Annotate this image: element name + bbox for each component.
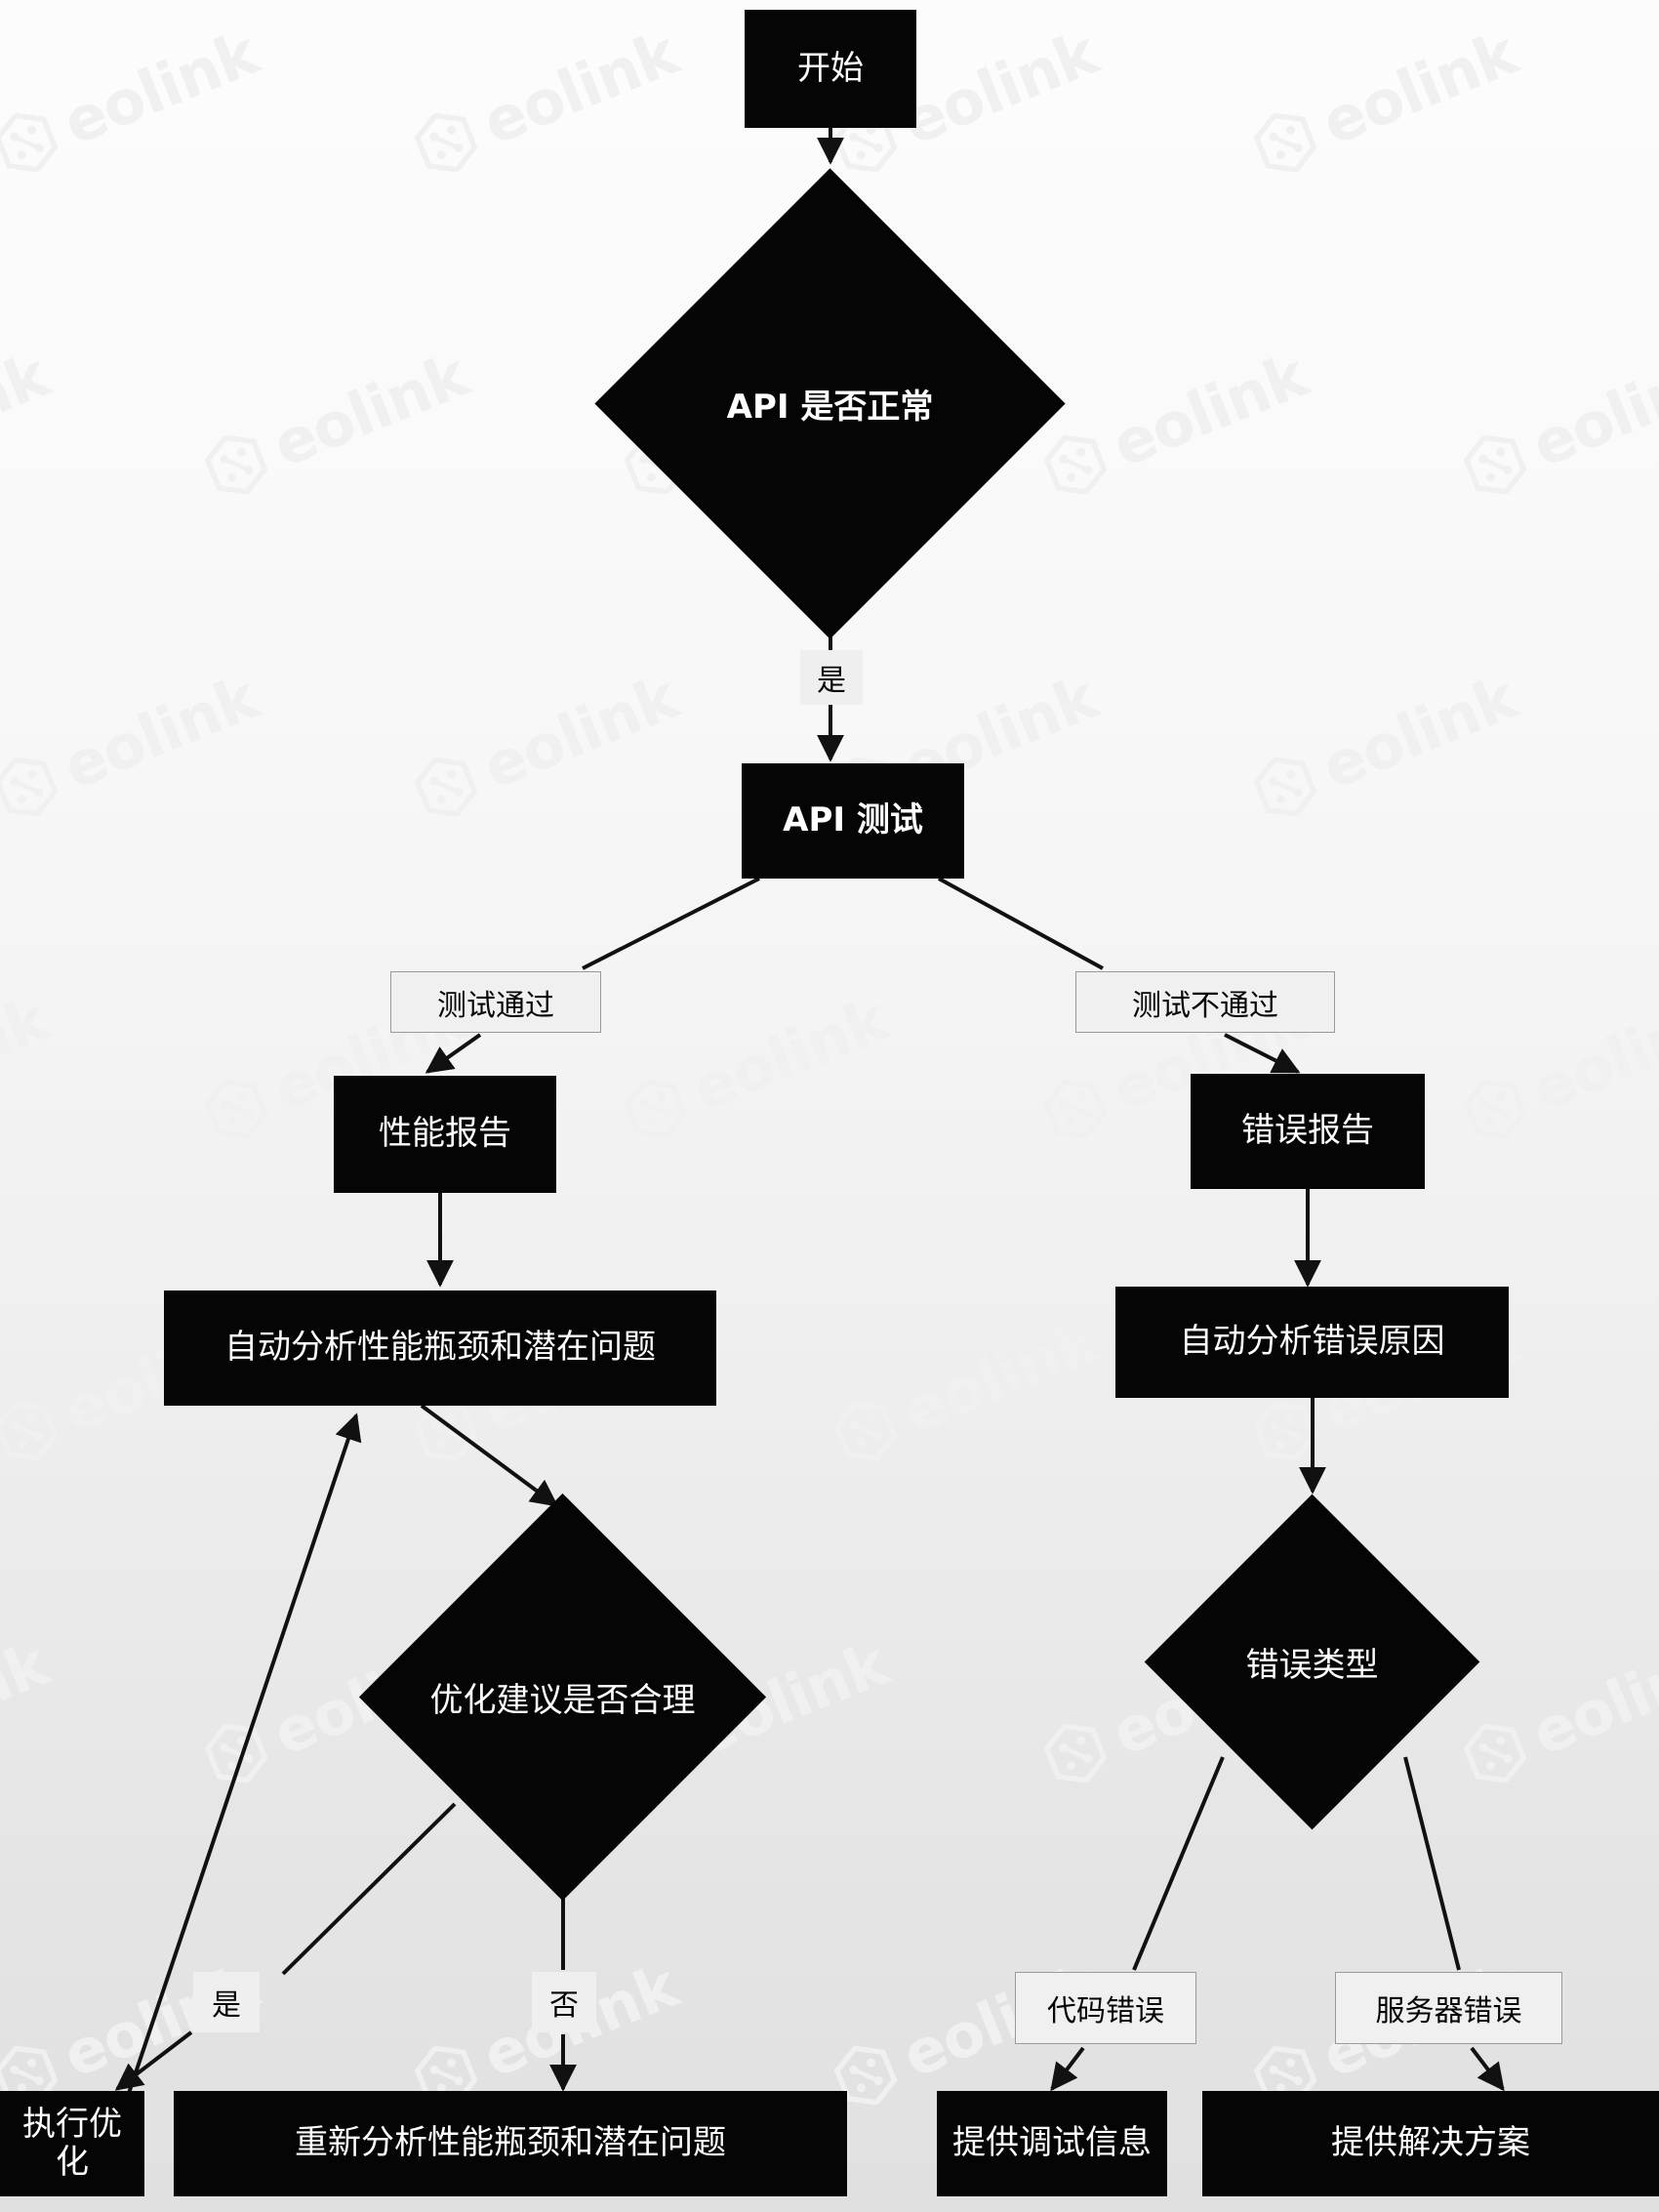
eolink-watermark: eolink: [1455, 984, 1659, 1153]
eolink-watermark-text: eolink: [1102, 339, 1316, 481]
eolink-watermark: eolink: [406, 661, 687, 831]
edge-server-error-to-solution: [1470, 2046, 1505, 2092]
node-opt-ok[interactable]: 优化建议是否合理: [358, 1493, 767, 1902]
edge-api-test-to-test-fail: [938, 877, 1104, 970]
edge-code-error-to-debug-info: [1050, 2046, 1085, 2092]
edge-label-opt-yes-text: 是: [212, 1988, 241, 2023]
node-err-report-label: 错误报告: [1241, 1111, 1374, 1151]
node-perf-report[interactable]: 性能报告: [334, 1076, 556, 1193]
edge-label-yes-api: 是: [800, 650, 863, 705]
eolink-watermark-text: eolink: [53, 661, 267, 803]
edge-test-pass-to-perf-report: [425, 1033, 482, 1074]
node-err-report[interactable]: 错误报告: [1191, 1074, 1425, 1189]
edge-label-opt-no: 否: [532, 1972, 596, 2032]
eolink-watermark: eolink: [0, 662, 267, 831]
eolink-watermark: eolink: [616, 983, 897, 1153]
node-auto-perf-label: 自动分析性能瓶颈和潜在问题: [224, 1328, 656, 1368]
eolink-watermark: eolink: [1455, 340, 1659, 509]
node-api-ok[interactable]: API 是否正常: [594, 168, 1066, 639]
eolink-watermark-text: eolink: [1521, 1627, 1659, 1770]
eolink-watermark: eolink: [0, 18, 267, 186]
node-auto-perf[interactable]: 自动分析性能瓶颈和潜在问题: [164, 1290, 716, 1406]
eolink-watermark: eolink: [0, 340, 58, 509]
eolink-watermark: eolink: [0, 984, 58, 1153]
eolink-watermark: eolink: [826, 1305, 1107, 1475]
edge-err-type-to-server-error: [1403, 1756, 1461, 1971]
eolink-watermark: eolink: [1245, 661, 1526, 831]
edge-api-test-to-test-pass: [582, 877, 760, 970]
eolink-watermark-text: eolink: [1521, 983, 1659, 1126]
node-api-test-label: API 测试: [783, 800, 923, 840]
edge-opt-yes-to-do-opt: [114, 2030, 193, 2091]
node-reanalyze-label: 重新分析性能瓶颈和潜在问题: [295, 2123, 726, 2163]
node-solution[interactable]: 提供解决方案: [1202, 2091, 1659, 2196]
node-auto-err[interactable]: 自动分析错误原因: [1115, 1287, 1509, 1398]
eolink-watermark-text: eolink: [682, 983, 897, 1126]
eolink-watermark-text: eolink: [1312, 17, 1526, 159]
edge-label-code-error: 代码错误: [1015, 1972, 1196, 2044]
eolink-watermark: eolink: [0, 1628, 58, 1797]
edge-label-server-error-text: 服务器错误: [1375, 1994, 1522, 2028]
edge-label-yes-api-text: 是: [817, 664, 846, 698]
node-solution-label: 提供解决方案: [1331, 2123, 1530, 2163]
edge-label-test-pass-text: 测试通过: [437, 988, 554, 1023]
edge-label-test-fail-text: 测试不通过: [1132, 988, 1278, 1023]
eolink-watermark-text: eolink: [0, 983, 58, 1126]
node-api-ok-label: API 是否正常: [726, 388, 934, 427]
eolink-watermark-text: eolink: [472, 661, 687, 803]
eolink-watermark-text: eolink: [53, 17, 267, 159]
node-auto-err-label: 自动分析错误原因: [1179, 1322, 1445, 1362]
edge-test-fail-to-err-report: [1224, 1033, 1301, 1074]
eolink-watermark: eolink: [1245, 17, 1526, 186]
edge-label-opt-no-text: 否: [549, 1988, 579, 2023]
node-debug-info[interactable]: 提供调试信息: [937, 2091, 1167, 2196]
node-api-test[interactable]: API 测试: [742, 763, 964, 879]
eolink-watermark-text: eolink: [263, 339, 477, 481]
eolink-watermark: eolink: [406, 17, 687, 186]
edge-label-server-error: 服务器错误: [1335, 1972, 1562, 2044]
node-err-type[interactable]: 错误类型: [1144, 1494, 1480, 1830]
node-err-type-label: 错误类型: [1245, 1646, 1379, 1685]
node-opt-ok-label: 优化建议是否合理: [429, 1681, 696, 1720]
eolink-watermark-text: eolink: [1521, 339, 1659, 481]
node-start-label: 开始: [797, 48, 864, 88]
eolink-watermark-text: eolink: [0, 1627, 58, 1770]
eolink-watermark-text: eolink: [892, 17, 1107, 159]
edge-label-test-pass: 测试通过: [390, 971, 601, 1033]
eolink-watermark-text: eolink: [892, 1305, 1107, 1448]
edge-label-code-error-text: 代码错误: [1047, 1994, 1164, 2028]
node-start[interactable]: 开始: [745, 10, 916, 128]
node-do-opt-label: 执行优化: [22, 2104, 122, 2182]
eolink-watermark-text: eolink: [0, 339, 58, 481]
edge-err-type-to-code-error: [1132, 1756, 1225, 1971]
node-do-opt[interactable]: 执行优化: [0, 2091, 144, 2196]
eolink-watermark: eolink: [1035, 339, 1316, 509]
node-perf-report-label: 性能报告: [379, 1114, 511, 1154]
eolink-watermark-text: eolink: [472, 17, 687, 159]
node-debug-info-label: 提供调试信息: [952, 2123, 1152, 2163]
edge-auto-perf-to-opt-ok: [420, 1404, 559, 1507]
node-reanalyze[interactable]: 重新分析性能瓶颈和潜在问题: [174, 2091, 847, 2196]
edge-label-test-fail: 测试不通过: [1075, 971, 1335, 1033]
edge-label-opt-yes: 是: [193, 1972, 260, 2032]
eolink-watermark: eolink: [196, 339, 477, 509]
eolink-watermark-text: eolink: [1312, 661, 1526, 803]
